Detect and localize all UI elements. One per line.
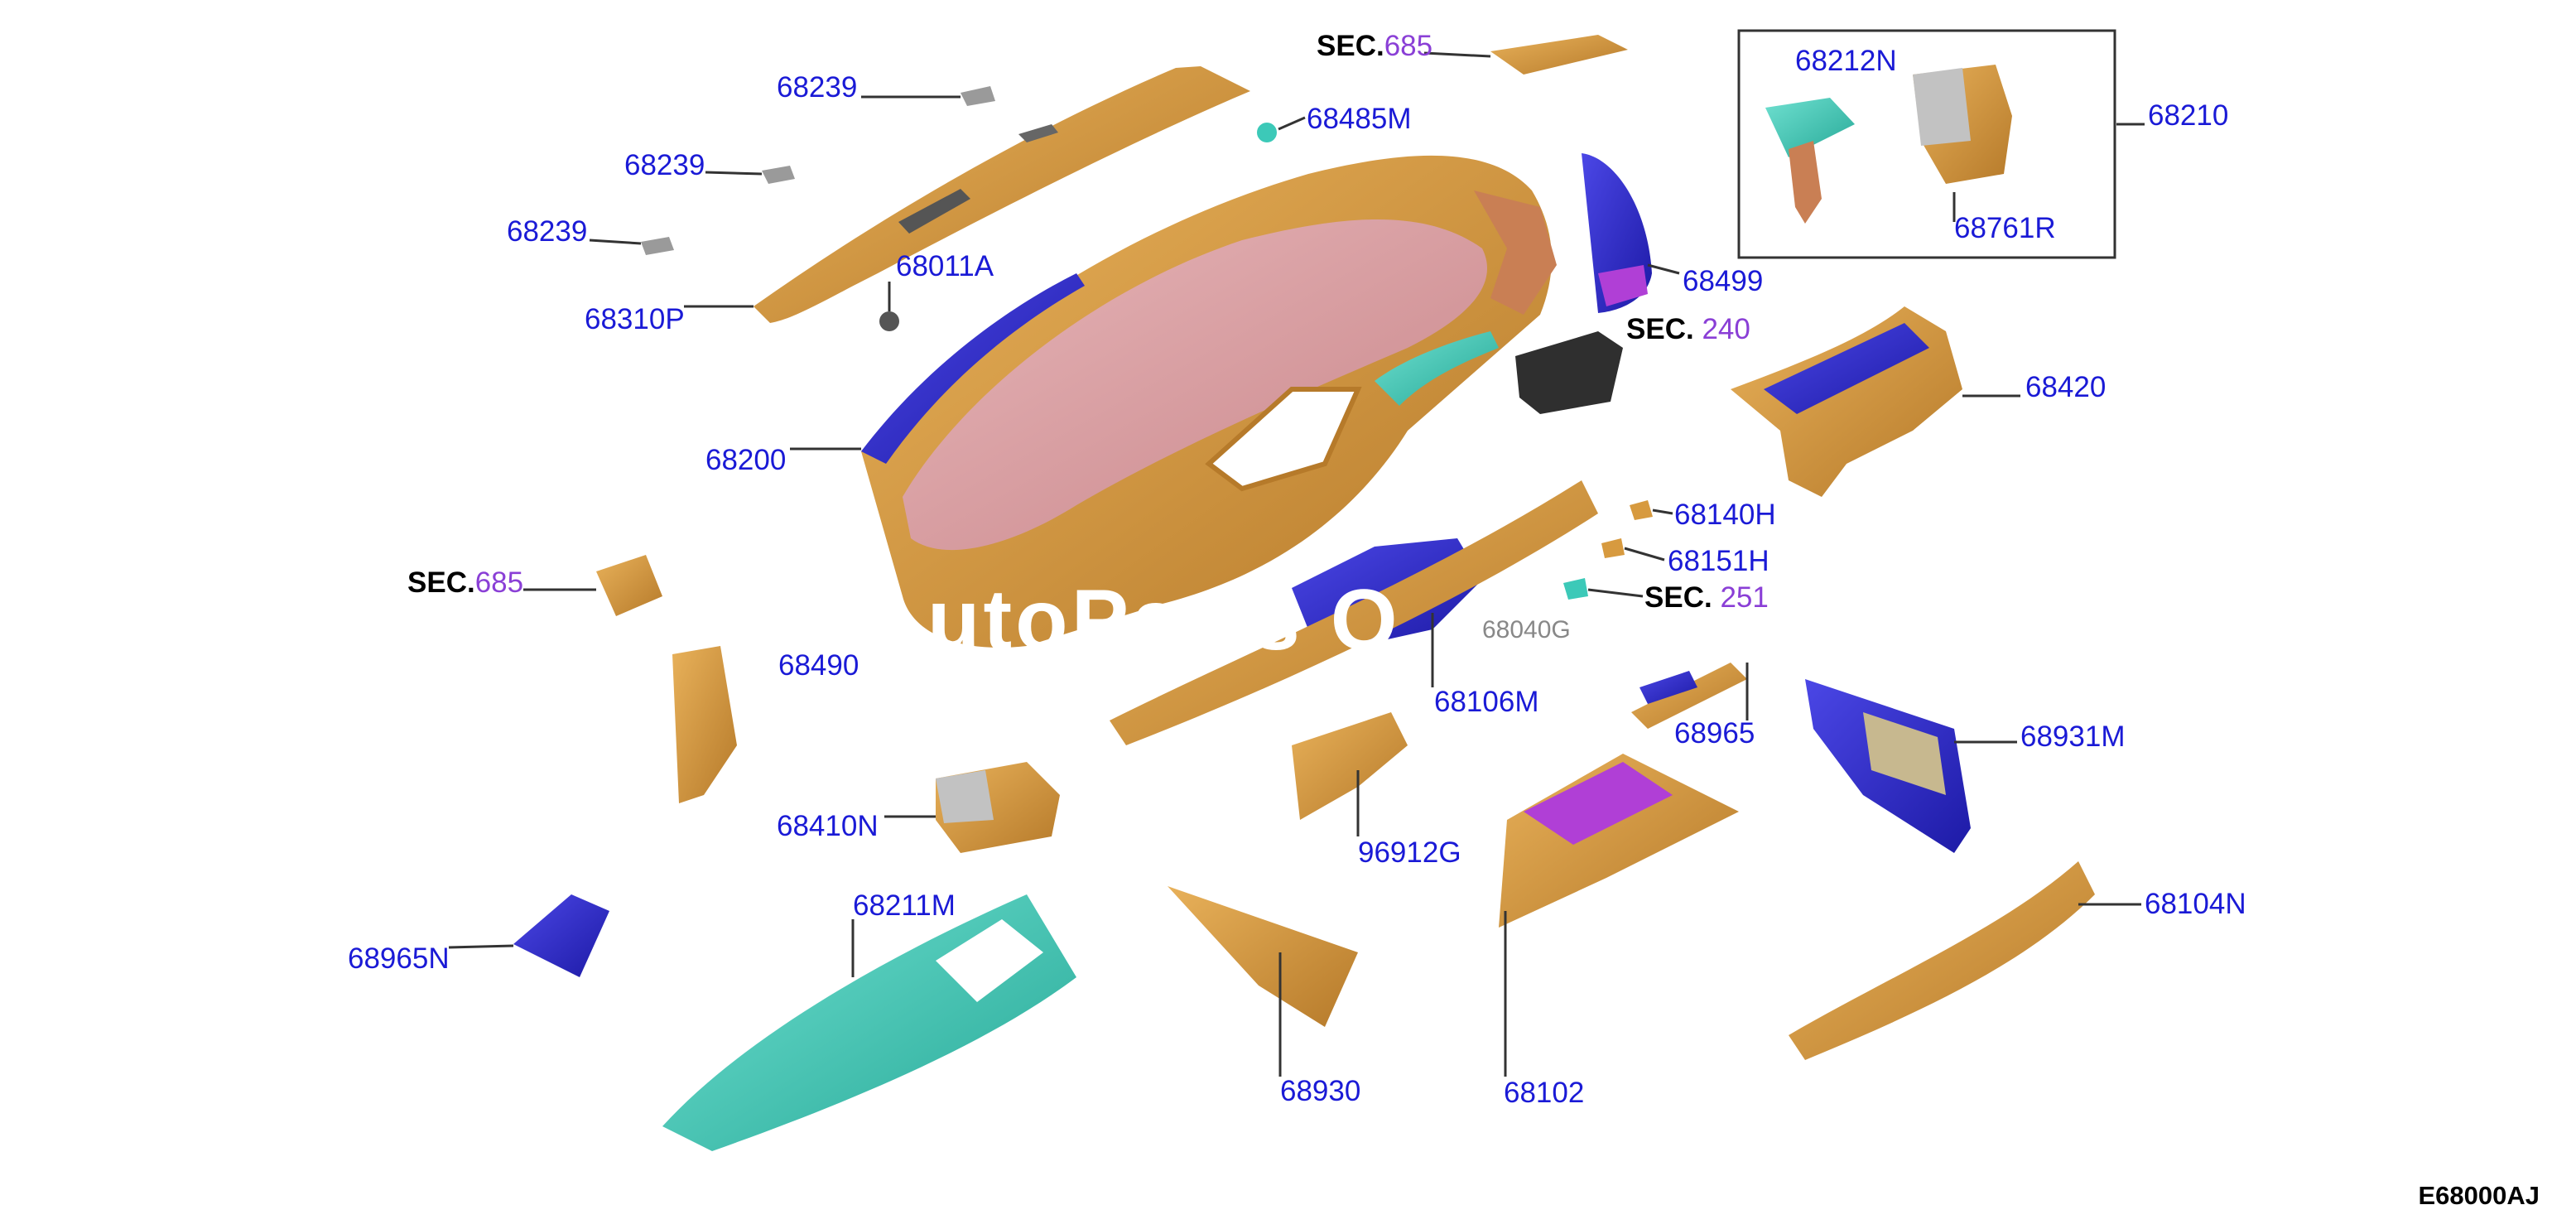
control-module-part — [1515, 331, 1623, 414]
callout-68420: 68420 — [2025, 371, 2107, 403]
clip-part-1 — [961, 86, 995, 106]
callout-68499: 68499 — [1683, 265, 1764, 297]
callout-68239-b: 68239 — [624, 149, 705, 181]
air-duct-part — [1375, 331, 1499, 406]
sec-ref-240: SEC. 240 — [1626, 313, 1750, 345]
drawing-code: E68000AJ — [2418, 1181, 2540, 1210]
callout-68761R: 68761R — [1954, 212, 2056, 244]
top-vent-part — [1490, 35, 1628, 75]
sec-ref-685-left: SEC.685 — [407, 566, 524, 599]
switch-part-2 — [1601, 538, 1625, 558]
sec-ref-251: SEC. 251 — [1644, 581, 1769, 614]
instrument-panel-pad — [903, 219, 1487, 551]
callout-68930: 68930 — [1280, 1075, 1361, 1107]
cluster-trim-part — [1731, 306, 1962, 497]
inset-pink-part — [1789, 141, 1822, 224]
clip-part-2 — [762, 166, 795, 184]
top-cover-vent — [898, 189, 970, 234]
callout-68485M: 68485M — [1307, 103, 1412, 135]
callout-68239-a: 68239 — [777, 71, 858, 104]
callout-68200: 68200 — [705, 444, 787, 476]
side-panel-inner — [1598, 265, 1648, 306]
top-cover-vent-2 — [1018, 124, 1058, 142]
glove-box-inner — [1524, 762, 1673, 845]
instrument-panel-right-bracket — [1474, 190, 1557, 315]
instrument-panel-lower-blue — [861, 273, 1085, 464]
callout-68410N: 68410N — [777, 810, 879, 842]
console-panel-opening — [936, 919, 1043, 1002]
lower-cover-part — [1168, 886, 1358, 1027]
callout-68104N: 68104N — [2145, 888, 2246, 920]
callout-68965: 68965 — [1674, 717, 1755, 749]
small-trim-part — [1631, 663, 1747, 729]
cluster-trim-blue — [1764, 323, 1929, 414]
inset-teal-part — [1765, 98, 1855, 157]
callout-68210: 68210 — [2148, 99, 2229, 132]
switch-part-1 — [1630, 500, 1653, 520]
watermark-text: utoParts O — [927, 572, 1401, 668]
callout-68212N: 68212N — [1795, 45, 1897, 77]
inset-frame — [1737, 29, 2116, 259]
callout-68106M: 68106M — [1434, 686, 1539, 718]
right-lower-panel — [1789, 861, 2095, 1060]
center-trim-bar — [1110, 480, 1598, 745]
callout-68239-c: 68239 — [507, 215, 588, 248]
inset-gray-part — [1913, 68, 1971, 146]
sec-ref-685-top: SEC.685 — [1317, 30, 1433, 62]
small-trim-blue — [1639, 671, 1697, 704]
callout-68011A: 68011A — [896, 250, 994, 282]
left-vent-part — [596, 555, 662, 616]
instrument-panel-cluster-opening — [1205, 387, 1362, 492]
switch-housing-gray — [936, 770, 994, 823]
clip-part-3 — [641, 237, 674, 255]
callout-68931M: 68931M — [2020, 721, 2126, 753]
bolt-part — [879, 311, 899, 331]
glove-box-door-inner — [1863, 712, 1946, 795]
callout-68151H: 68151H — [1668, 545, 1769, 577]
callout-68490: 68490 — [778, 649, 859, 682]
top-cover-part — [754, 66, 1250, 323]
leader-lines — [448, 51, 2145, 1077]
callout-68310P: 68310P — [585, 303, 685, 335]
callout-68040G: 68040G — [1482, 616, 1571, 643]
callout-68211M: 68211M — [853, 889, 956, 922]
callout-68102: 68102 — [1504, 1077, 1585, 1109]
callout-68140H: 68140H — [1674, 499, 1776, 531]
callout-68965N: 68965N — [348, 942, 450, 975]
switch-part-3 — [1563, 578, 1588, 600]
fastener-part — [1257, 123, 1277, 142]
knee-trim-part — [513, 894, 609, 977]
callout-96912G: 96912G — [1358, 836, 1461, 869]
console-bracket-part — [1292, 712, 1408, 820]
left-end-panel — [672, 646, 737, 803]
